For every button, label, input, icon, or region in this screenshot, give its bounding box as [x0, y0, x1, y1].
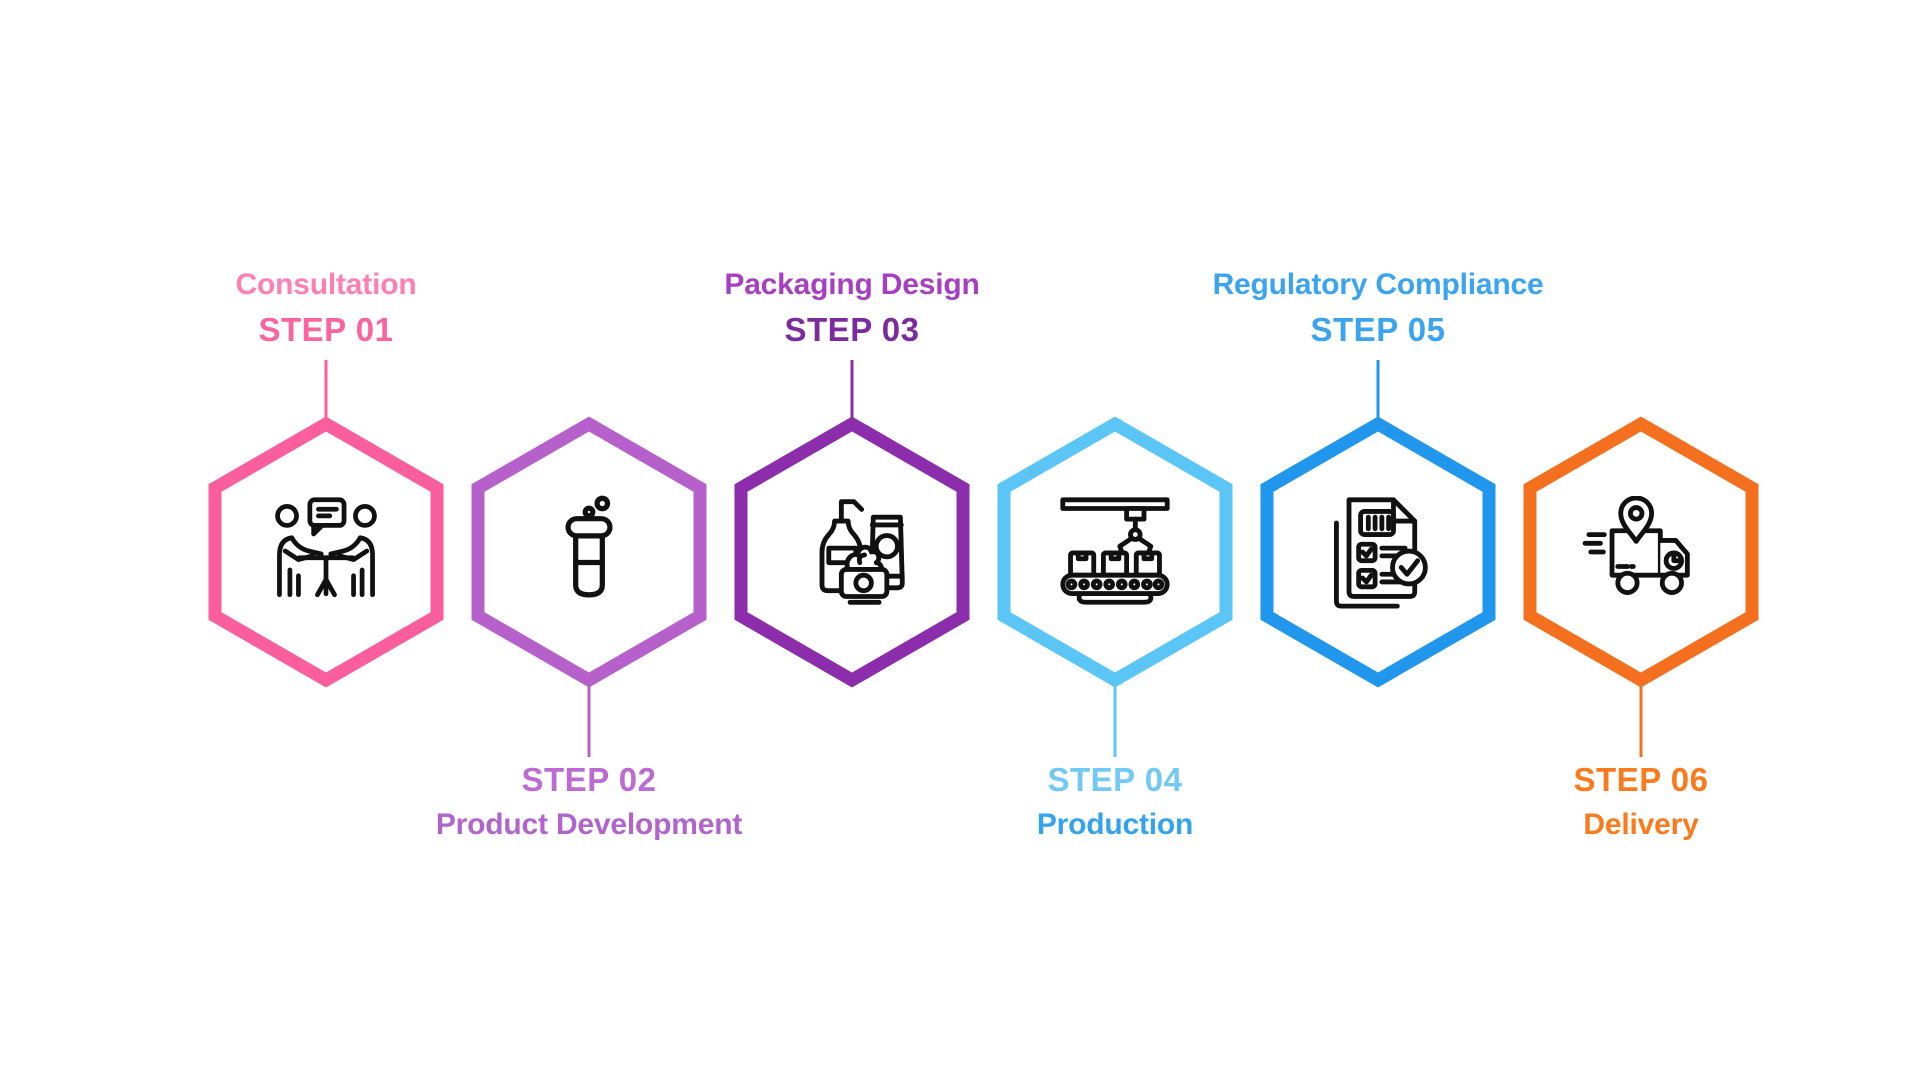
connector-line	[1639, 680, 1643, 757]
step-label-group: Regulatory Compliance STEP 05	[1213, 262, 1544, 352]
step-title: Delivery	[1583, 808, 1699, 841]
icon-slot	[264, 490, 388, 614]
step-title: Production	[1036, 808, 1194, 841]
icon-slot	[527, 490, 651, 614]
hexagon-border	[471, 416, 707, 688]
test-tube-icon	[565, 495, 613, 598]
icon-slot	[1579, 490, 1703, 614]
step-title: Consultation	[235, 268, 417, 301]
hexagon-border	[734, 416, 970, 688]
icon-slot	[790, 490, 914, 614]
step-number: STEP 02	[521, 761, 657, 798]
step-label-group: Consultation STEP 01	[236, 262, 417, 352]
connector-line	[587, 680, 591, 757]
hexagon-border	[208, 416, 444, 688]
connector-line	[1376, 360, 1380, 424]
connector-line	[850, 360, 854, 424]
connector-line	[1113, 680, 1117, 757]
compliance-checklist-icon	[1334, 497, 1428, 609]
step-number: STEP 03	[784, 311, 920, 348]
hexagon-border	[1523, 416, 1759, 688]
step-label-group: Production STEP 04	[1036, 757, 1194, 847]
step-label-group: Packaging Design STEP 03	[724, 262, 979, 352]
conveyor-belt-icon	[1060, 497, 1170, 605]
hexagon-border	[1260, 416, 1496, 688]
consultation-icon	[275, 497, 377, 598]
step-label-group: Product Development STEP 02	[436, 757, 742, 847]
cosmetics-icon	[819, 499, 905, 605]
step-number: STEP 05	[1310, 311, 1446, 348]
delivery-truck-icon	[1582, 496, 1690, 595]
step-number: STEP 01	[258, 311, 394, 348]
step-number: STEP 04	[1047, 761, 1183, 798]
icon-slot	[1053, 490, 1177, 614]
step-number: STEP 06	[1573, 761, 1709, 798]
step-label-group: Delivery STEP 06	[1574, 757, 1709, 847]
step-title: Regulatory Compliance	[1212, 268, 1544, 301]
hexagon-border	[997, 416, 1233, 688]
icon-slot	[1316, 490, 1440, 614]
step-title: Packaging Design	[724, 268, 980, 301]
connector-line	[324, 360, 328, 424]
step-title: Product Development	[435, 808, 743, 841]
